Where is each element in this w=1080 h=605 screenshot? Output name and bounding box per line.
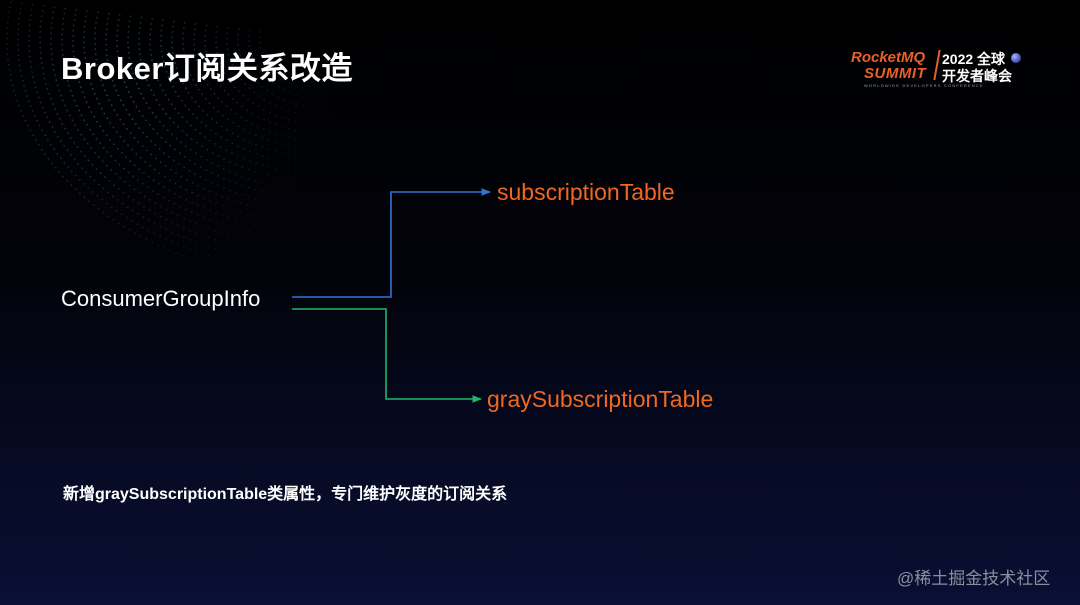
- node-gray-subscription-table: graySubscriptionTable: [487, 386, 714, 412]
- globe-icon: [1011, 53, 1021, 63]
- slide-title: Broker订阅关系改造: [61, 51, 353, 86]
- description-note: 新增graySubscriptionTable类属性，专门维护灰度的订阅关系: [63, 486, 508, 503]
- conference-logo: RocketMQ SUMMIT 2022 全球 开发者峰会 WORLDWIDE …: [851, 46, 1031, 94]
- logo-brand-rocketmq: RocketMQ: [851, 49, 926, 66]
- node-consumer-group-info: ConsumerGroupInfo: [61, 286, 261, 311]
- watermark: @稀土掘金技术社区: [897, 569, 1051, 588]
- logo-brand-summit: SUMMIT: [864, 65, 927, 82]
- node-subscription-table: subscriptionTable: [497, 179, 675, 205]
- logo-conference-name: 开发者峰会: [942, 68, 1012, 84]
- logo-year: 2022 全球: [942, 51, 1006, 67]
- connector-to-subscription-table: [292, 188, 491, 298]
- logo-tagline: WORLDWIDE DEVELOPERS CONFERENCE: [864, 83, 984, 88]
- dotted-arc-decoration: [6, 1, 331, 260]
- connector-to-gray-subscription-table: [292, 308, 482, 403]
